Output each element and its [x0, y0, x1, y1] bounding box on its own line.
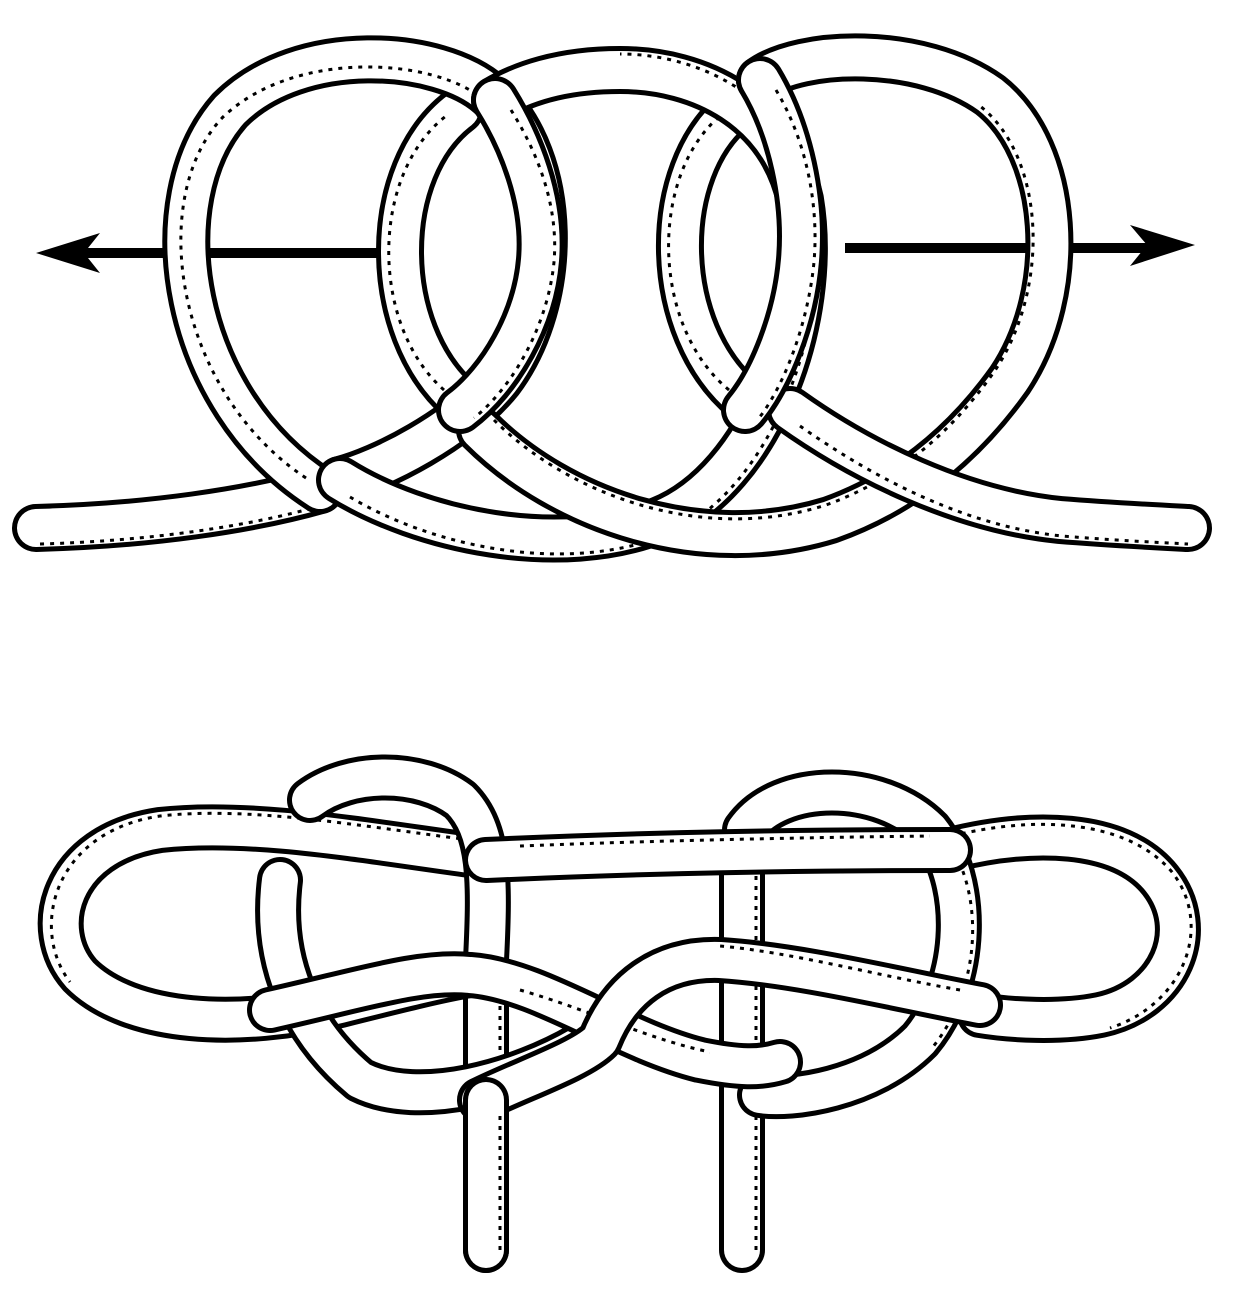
rope-segment [463, 827, 973, 883]
rope-top [12, 33, 1212, 563]
figure-loops-before-tightening [12, 33, 1212, 563]
rope-segment [721, 56, 825, 434]
rope-segment [456, 33, 1074, 559]
rope-segment [463, 1077, 509, 1273]
rope-segment [766, 386, 1212, 552]
rope-segment [436, 76, 565, 434]
rope-segment [12, 466, 344, 552]
arrow-right [845, 225, 1195, 266]
figure-tied-knot [37, 754, 1201, 1273]
rope-segment [457, 936, 1003, 1123]
rope-segment [247, 951, 803, 1090]
arrow-left [36, 233, 383, 273]
rope-segment [656, 86, 769, 424]
rope-segment [376, 86, 484, 424]
rope-segment [927, 814, 1201, 1043]
rope-segment [722, 769, 982, 1120]
